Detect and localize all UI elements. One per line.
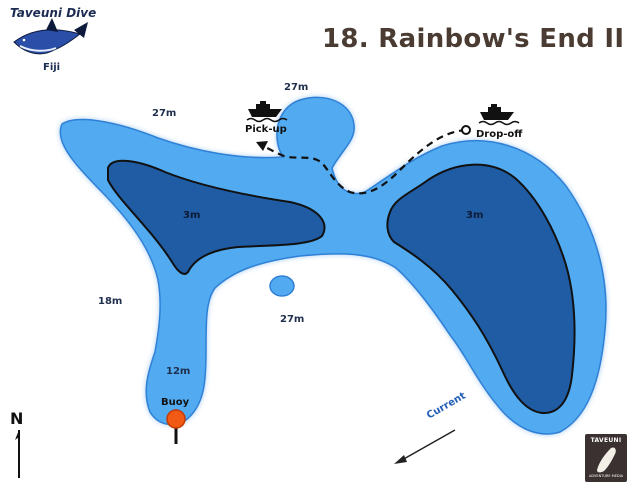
buoy-label: Buoy <box>161 397 190 408</box>
current-arrow-icon <box>394 429 456 464</box>
badge-subtitle: ADVENTURE MEDIA <box>588 474 624 478</box>
depth-label-top: 27m <box>284 82 309 93</box>
logo-text: Taveuni Dive <box>10 6 97 20</box>
dropoff-point <box>461 125 471 135</box>
depth-label-left-pinnacle: 3m <box>183 210 201 221</box>
small-patch-reef <box>269 275 295 297</box>
pickup-boat-icon <box>246 101 288 123</box>
depth-label-center: 27m <box>280 314 305 325</box>
buoy-icon <box>166 409 186 444</box>
north-arrow-icon <box>15 430 20 478</box>
taveuni-badge: TAVEUNI ADVENTURE MEDIA <box>585 434 627 482</box>
dropoff-label: Drop-off <box>476 129 523 140</box>
logo-subtext: Fiji <box>43 62 61 73</box>
badge-title: TAVEUNI <box>590 437 622 444</box>
taveuni-island-icon <box>597 447 616 473</box>
depth-label-right-pinnacle: 3m <box>466 210 484 221</box>
north-label: N <box>10 409 24 428</box>
route-arrowhead <box>256 141 268 151</box>
left-pinnacle <box>107 159 326 275</box>
shark-logo-icon <box>13 18 88 55</box>
dropoff-boat-icon <box>478 104 520 126</box>
pickup-label: Pick-up <box>245 124 287 135</box>
dive-route <box>261 128 467 195</box>
right-pinnacle <box>386 163 576 415</box>
depth-label-south: 12m <box>166 366 191 377</box>
page-title: 18. Rainbow's End II <box>322 24 625 54</box>
depth-label-west: 18m <box>98 296 123 307</box>
depth-label-northwest: 27m <box>152 108 177 119</box>
